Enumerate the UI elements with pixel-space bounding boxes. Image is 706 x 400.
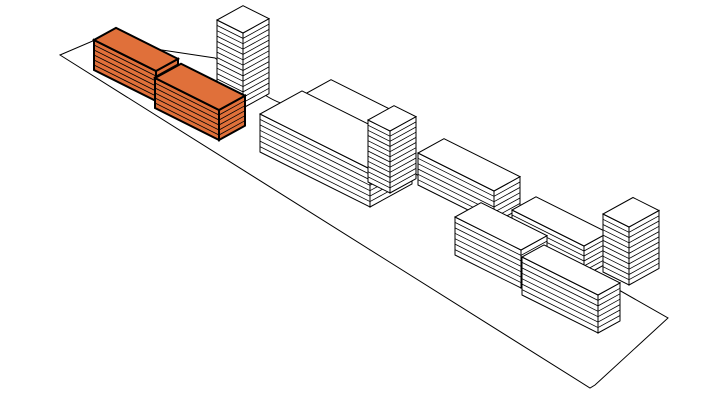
building-middle-block [416, 138, 522, 224]
roof [152, 62, 248, 112]
floor-line [602, 231, 660, 249]
roof [453, 202, 549, 251]
floor-line [216, 55, 270, 71]
floor-line [367, 152, 417, 168]
floor-line [216, 23, 270, 39]
floor-line [367, 168, 417, 184]
floor-line [154, 102, 246, 136]
floor-line [602, 262, 660, 281]
floor-line [602, 225, 660, 244]
floor-line [367, 147, 417, 163]
floor-line [602, 236, 660, 254]
floor-line [367, 121, 417, 137]
floor-line [521, 289, 621, 329]
floor-line [521, 278, 621, 318]
floor-line [602, 252, 660, 270]
floor-line [417, 163, 521, 203]
floor-line [216, 77, 270, 93]
roof [416, 138, 522, 192]
floor-line [521, 262, 621, 301]
floor-line [367, 157, 417, 173]
floor-line [367, 126, 417, 142]
floor-line [521, 267, 621, 307]
floor-line [602, 215, 660, 233]
floor-line [521, 272, 621, 312]
floor-line [602, 220, 660, 238]
floor-line [216, 39, 270, 55]
floor-line [216, 66, 270, 82]
floor-line [417, 168, 521, 208]
floor-line [216, 45, 270, 61]
floor-line [602, 241, 660, 260]
floor-line [511, 214, 609, 252]
building-south-block-east [520, 244, 622, 334]
floor-line [367, 142, 417, 158]
roof [366, 105, 418, 132]
roof [601, 196, 661, 228]
floor-line [216, 29, 270, 45]
floor-line [93, 44, 179, 77]
floor-line [367, 137, 417, 153]
roof [520, 244, 622, 296]
building-tower-central [366, 105, 418, 194]
floor-line [367, 131, 417, 147]
floor-line [602, 257, 660, 275]
floor-line [417, 157, 521, 197]
floor-line [154, 82, 246, 116]
floor-line [602, 247, 660, 265]
roof [91, 26, 181, 73]
floor-line [216, 71, 270, 88]
floor-line [154, 97, 246, 131]
building-tower-east [601, 196, 661, 286]
floor-line [216, 50, 270, 66]
floor-line [367, 173, 417, 189]
roof [215, 5, 271, 34]
floor-line [216, 34, 270, 50]
floor-line [154, 92, 246, 126]
floor-line [154, 87, 246, 121]
floor-line [216, 61, 270, 77]
building-highlighted-wing-b [152, 62, 248, 142]
floor-line [521, 283, 621, 323]
floor-line [454, 222, 548, 256]
floor-line [367, 162, 417, 178]
